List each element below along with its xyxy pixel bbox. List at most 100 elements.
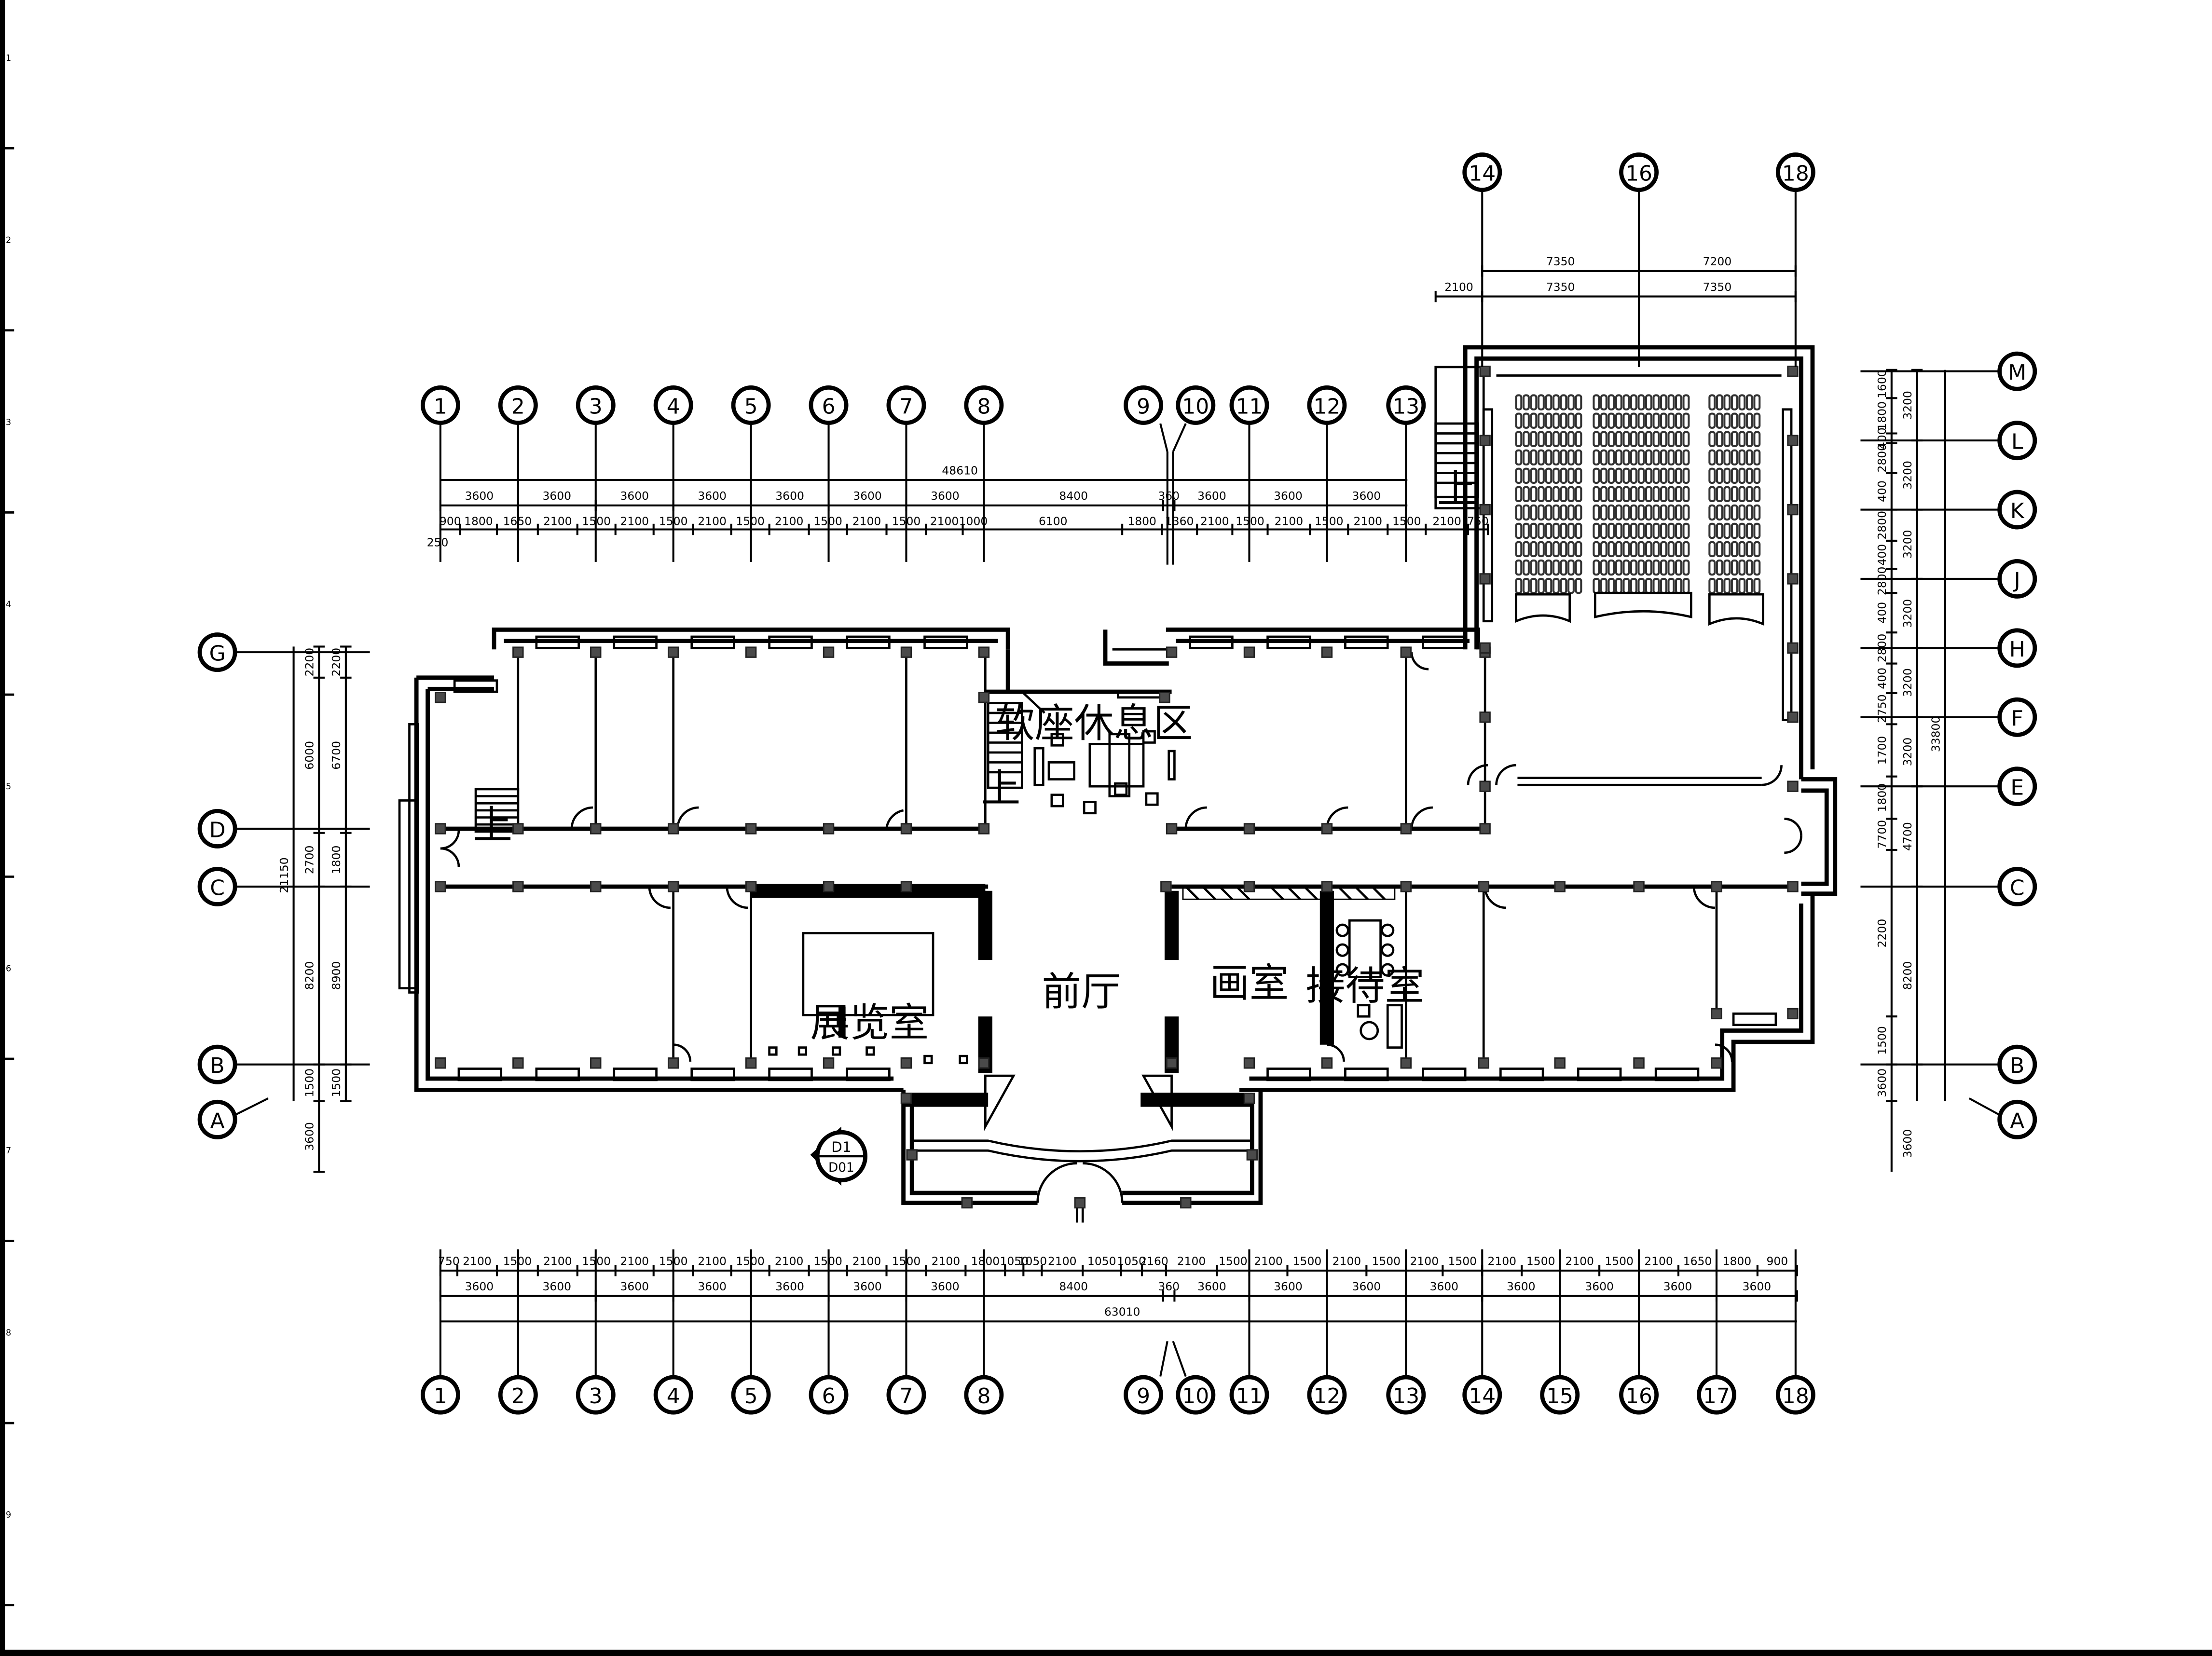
- room-label-lobby: 前厅: [1042, 969, 1121, 1015]
- auditorium-seat: [1682, 486, 1690, 503]
- dimension-value: 3600: [1352, 489, 1381, 503]
- auditorium-seat: [1622, 449, 1630, 465]
- auditorium-seat: [1575, 467, 1582, 484]
- auditorium-seat: [1652, 559, 1660, 576]
- auditorium-seat: [1593, 467, 1600, 484]
- auditorium-seat: [1522, 504, 1530, 521]
- dimension-value: 3600: [620, 489, 649, 503]
- auditorium-seat: [1552, 522, 1560, 539]
- axis-bubble-bottom: 16: [1619, 1249, 1659, 1415]
- auditorium-seat: [1552, 541, 1560, 558]
- auditorium-seat: [1567, 504, 1575, 521]
- dimension-value: 1500: [1219, 1254, 1248, 1268]
- axis-bubble-bottom-label: 1: [434, 1384, 447, 1409]
- dimension-value: 6000: [303, 741, 316, 770]
- dimension-value: 7200: [1703, 255, 1732, 268]
- axis-bubble-top: 11: [1229, 385, 1269, 562]
- column: [1787, 366, 1799, 377]
- auditorium-seat: [1708, 541, 1716, 558]
- auditorium-seat: [1753, 541, 1761, 558]
- auditorium-seat: [1622, 541, 1630, 558]
- axis-bubble-bottom: 15: [1540, 1249, 1580, 1415]
- dimension-value: 63010: [1104, 1305, 1140, 1319]
- auditorium-seat: [1675, 486, 1682, 503]
- auditorium-seat: [1708, 412, 1716, 429]
- auditorium-seat: [1708, 467, 1716, 484]
- column: [1787, 504, 1799, 516]
- auditorium-seat: [1515, 449, 1523, 465]
- auditorium-seat: [1545, 541, 1553, 558]
- auditorium-seat: [1645, 504, 1652, 521]
- axis-bubble-bottom-label: 18: [1782, 1384, 1809, 1409]
- dimension-value: 1800: [971, 1254, 1000, 1268]
- dimension-value: 7350: [1546, 255, 1575, 268]
- axis-bubble-bottom: 10: [1172, 1341, 1216, 1415]
- dimension-value: 1500: [1526, 1254, 1555, 1268]
- auditorium-seat: [1522, 394, 1530, 411]
- auditorium-seat: [1738, 412, 1746, 429]
- column: [906, 1149, 918, 1161]
- axis-bubble-right-label: K: [2010, 499, 2025, 523]
- auditorium-seat: [1593, 486, 1600, 503]
- axis-bubble-bottom-label: 8: [977, 1384, 990, 1409]
- auditorium-seat: [1545, 467, 1553, 484]
- dimension-value: 1800: [1875, 783, 1889, 812]
- dimension-value: 7350: [1703, 280, 1732, 294]
- column: [590, 1057, 602, 1069]
- column: [435, 1057, 446, 1069]
- dimension-value: 2100: [1275, 515, 1304, 528]
- auditorium-seat: [1600, 412, 1607, 429]
- dimension-value: 750: [438, 1254, 460, 1268]
- auditorium-seat: [1667, 467, 1675, 484]
- axis-bubble-bottom-label: 12: [1313, 1384, 1340, 1409]
- auditorium-seat: [1708, 431, 1716, 447]
- auditorium-seat: [1745, 577, 1753, 594]
- auditorium-seat: [1660, 577, 1667, 594]
- auditorium-seat: [1652, 449, 1660, 465]
- dimension-value: 2100: [620, 515, 649, 528]
- auditorium-seat: [1645, 522, 1652, 539]
- auditorium-seat: [1682, 541, 1690, 558]
- auditorium-seat: [1667, 486, 1675, 503]
- stair-up-label: 上: [473, 802, 512, 848]
- auditorium-seat: [1630, 559, 1637, 576]
- auditorium-seat: [1630, 467, 1637, 484]
- dimension-value: 750: [1467, 515, 1489, 528]
- axis-bubble-right: F: [1860, 697, 2037, 737]
- axis-bubble-right: B: [1860, 1044, 2037, 1084]
- dimension-value: 3600: [543, 1280, 572, 1293]
- auditorium-seat: [1731, 559, 1738, 576]
- auditorium-seat: [1738, 522, 1746, 539]
- auditorium-seat: [1716, 577, 1723, 594]
- axis-bubble-bottom: 5: [731, 1249, 771, 1415]
- auditorium-seat: [1716, 449, 1723, 465]
- axis-bubble-right-label: B: [2010, 1054, 2024, 1078]
- column: [1787, 1008, 1799, 1020]
- auditorium-seat: [1753, 394, 1761, 411]
- auditorium-seat: [1575, 486, 1582, 503]
- dimension-value: 3600: [698, 489, 727, 503]
- dimension-value: 400: [1875, 602, 1889, 624]
- auditorium-seat: [1682, 412, 1690, 429]
- column: [900, 1057, 912, 1069]
- axis-bubble-right: C: [1860, 866, 2037, 906]
- auditorium-seat: [1530, 394, 1538, 411]
- auditorium-seat: [1723, 431, 1731, 447]
- auditorium-seat: [1630, 541, 1637, 558]
- auditorium-seat: [1660, 467, 1667, 484]
- auditorium-seat: [1607, 522, 1615, 539]
- axis-bubble-top: 7: [886, 385, 926, 562]
- auditorium-seat: [1515, 431, 1523, 447]
- axis-bubble-top-label: 9: [1137, 394, 1150, 419]
- auditorium-seat: [1682, 559, 1690, 576]
- auditorium-seat: [1630, 486, 1637, 503]
- auditorium-seat: [1537, 412, 1545, 429]
- dimension-value: 400: [1875, 427, 1889, 449]
- auditorium-seat: [1637, 486, 1645, 503]
- dimension-value: 3600: [853, 489, 882, 503]
- dimension-value: 8900: [330, 961, 343, 990]
- column: [1400, 881, 1412, 892]
- dimension-value: 2100: [1644, 1254, 1673, 1268]
- column: [1321, 823, 1333, 835]
- axis-bubble-bottom: 14: [1462, 1249, 1502, 1415]
